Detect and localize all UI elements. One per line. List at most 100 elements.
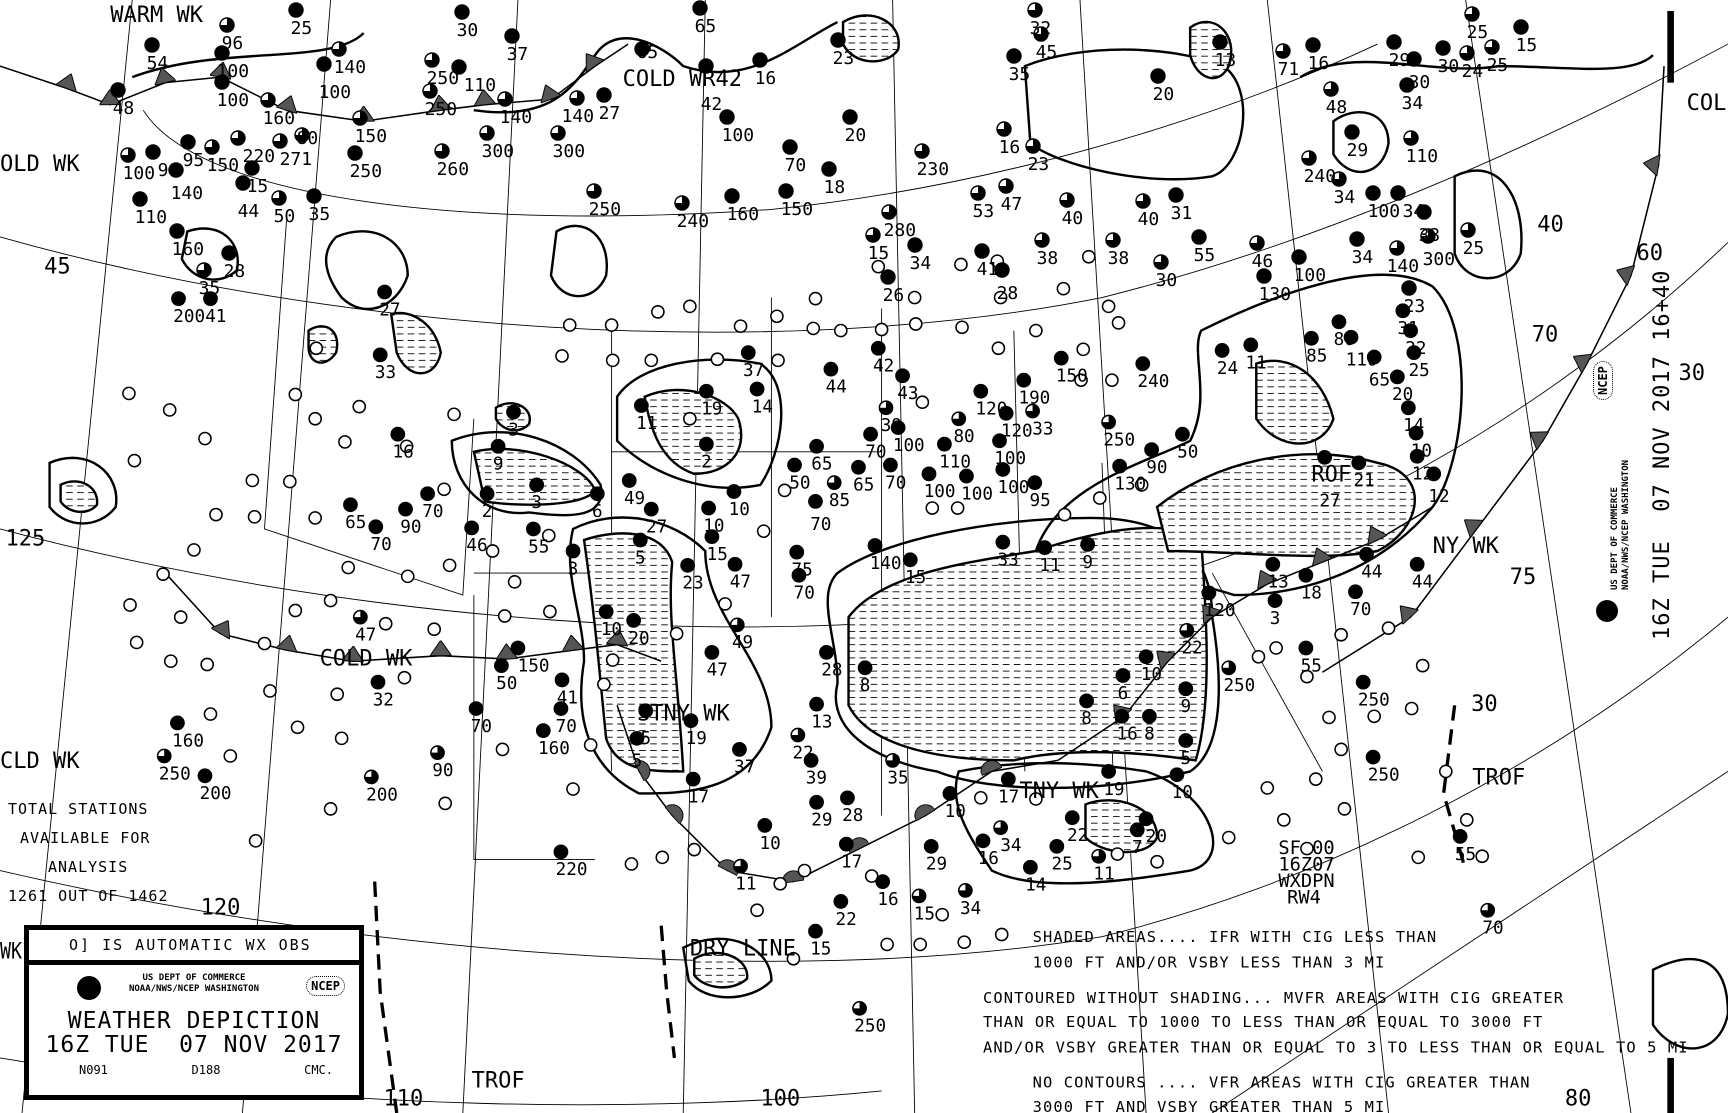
broken-cloud-station-icon [957, 883, 973, 898]
broken-cloud-station-icon [1420, 228, 1436, 244]
clear-sky-station-icon [1029, 792, 1043, 806]
station-ceiling-value: 150 [1056, 367, 1088, 387]
station-ceiling-value: 41 [205, 307, 226, 327]
noaa-logo-icon [77, 976, 101, 1000]
overcast-station-icon [1366, 349, 1382, 365]
station-ceiling-value: 13 [811, 713, 832, 733]
station-ceiling-value: 15 [247, 176, 269, 197]
front-label: OLD WK [0, 152, 80, 177]
station-ceiling-value: 33 [1419, 225, 1441, 246]
overcast-station-icon [959, 468, 974, 484]
station-ceiling-value: 29 [1389, 50, 1411, 71]
clear-sky-station-icon [864, 869, 879, 883]
overcast-station-icon [1452, 829, 1468, 844]
overcast-station-icon [732, 741, 747, 757]
side-agency: US DEPT OF COMMERCE NOAA/NWS/NCEP WASHIN… [1610, 460, 1632, 590]
station-ceiling-value: 25 [1467, 22, 1489, 43]
overcast-station-icon [685, 771, 701, 787]
station-ceiling-value: 16 [999, 137, 1021, 158]
station-ceiling-value: 34 [960, 899, 981, 919]
overcast-station-icon [621, 473, 637, 488]
overcast-station-icon [692, 0, 708, 16]
clear-sky-station-icon [1105, 373, 1119, 388]
clear-sky-station-icon [871, 259, 886, 274]
station-ceiling-value: 25 [1487, 55, 1509, 76]
station-ceiling-value: 34 [1000, 836, 1021, 856]
overcast-station-icon [1426, 466, 1442, 482]
station-ceiling-value: 110 [464, 75, 497, 96]
clear-sky-station-icon [442, 558, 457, 573]
front-label: DRY LINE [690, 936, 796, 961]
station-ceiling-value: 44 [1361, 563, 1382, 583]
clear-sky-station-icon [770, 309, 784, 324]
clear-sky-station-icon [1150, 854, 1164, 869]
overcast-station-icon [468, 701, 484, 716]
station-ceiling-value: 150 [781, 199, 814, 220]
station-ceiling-value: 29 [1347, 140, 1369, 161]
station-ceiling-value: 100 [1368, 201, 1401, 222]
station-ceiling-value: 16 [393, 443, 414, 463]
station-ceiling-value: 80 [297, 128, 319, 149]
clear-sky-station-icon [756, 524, 771, 538]
station-ceiling-value: 41 [977, 259, 999, 280]
station-ceiling-value: 220 [556, 860, 588, 880]
overcast-station-icon [937, 436, 952, 452]
clear-sky-station-icon [507, 575, 522, 589]
overcast-station-icon [830, 32, 846, 48]
station-ceiling-value: 65 [695, 16, 717, 37]
overcast-station-icon [1243, 337, 1259, 353]
clear-sky-station-icon [1221, 830, 1236, 845]
broken-cloud-station-icon [914, 143, 930, 159]
station-ceiling-value: 80 [1334, 330, 1355, 350]
clear-sky-station-icon [604, 318, 619, 332]
chart-info-box: O] IS AUTOMATIC WX OBS NCEP US DEPT OF C… [24, 925, 364, 1100]
station-ceiling-value: 17 [841, 852, 862, 872]
station-ceiling-value: 38 [1037, 248, 1059, 269]
station-ceiling-value: 21 [1353, 471, 1374, 491]
clear-sky-station-icon [750, 903, 764, 918]
station-ceiling-value: 3 [568, 559, 579, 579]
broken-cloud-station-icon [294, 127, 310, 143]
station-ceiling-value: 10 [601, 620, 622, 640]
overcast-station-icon [1298, 640, 1314, 656]
station-ceiling-value: 55 [1301, 656, 1322, 676]
station-ceiling-value: 230 [917, 159, 950, 180]
overcast-station-icon [145, 144, 161, 160]
clear-sky-station-icon [1337, 802, 1352, 816]
station-ceiling-value: 250 [1223, 676, 1255, 696]
clear-sky-station-icon [954, 257, 968, 272]
station-ceiling-value: 250 [159, 764, 191, 784]
station-ceiling-value: 140 [870, 554, 902, 574]
overcast-station-icon [1317, 449, 1332, 465]
overcast-station-icon [244, 160, 260, 176]
clear-sky-station-icon [1475, 849, 1490, 864]
overcast-station-icon [1349, 231, 1365, 247]
broken-cloud-station-icon [951, 411, 967, 427]
station-ceiling-value: 90 [1146, 458, 1167, 478]
overcast-station-icon [809, 438, 824, 454]
clear-sky-station-icon [1308, 772, 1323, 786]
overcast-station-icon [1331, 314, 1347, 330]
clear-sky-station-icon [1057, 507, 1072, 522]
broken-cloud-station-icon [196, 262, 212, 278]
overcast-station-icon [1049, 838, 1065, 854]
station-ceiling-value: 16 [877, 890, 898, 910]
broken-cloud-station-icon [1105, 232, 1121, 248]
broken-cloud-station-icon [1059, 192, 1075, 208]
clear-sky-station-icon [913, 937, 928, 952]
station-ceiling-value: 43 [897, 384, 918, 404]
station-ceiling-value: 24 [1217, 359, 1238, 379]
clear-sky-station-icon [198, 431, 212, 446]
clear-sky-station-icon [156, 567, 170, 581]
overcast-station-icon [490, 438, 506, 454]
clear-sky-station-icon [651, 305, 665, 319]
station-ceiling-value: 33 [998, 551, 1019, 571]
station-ceiling-value: 15 [868, 243, 890, 264]
overcast-station-icon [1389, 369, 1405, 385]
overcast-station-icon [454, 4, 470, 20]
overcast-station-icon [626, 613, 642, 628]
clear-sky-station-icon [247, 510, 262, 524]
station-ceiling-value: 140 [1387, 256, 1420, 277]
station-ceiling-value: 140 [171, 183, 204, 204]
clear-sky-station-icon [950, 501, 965, 515]
